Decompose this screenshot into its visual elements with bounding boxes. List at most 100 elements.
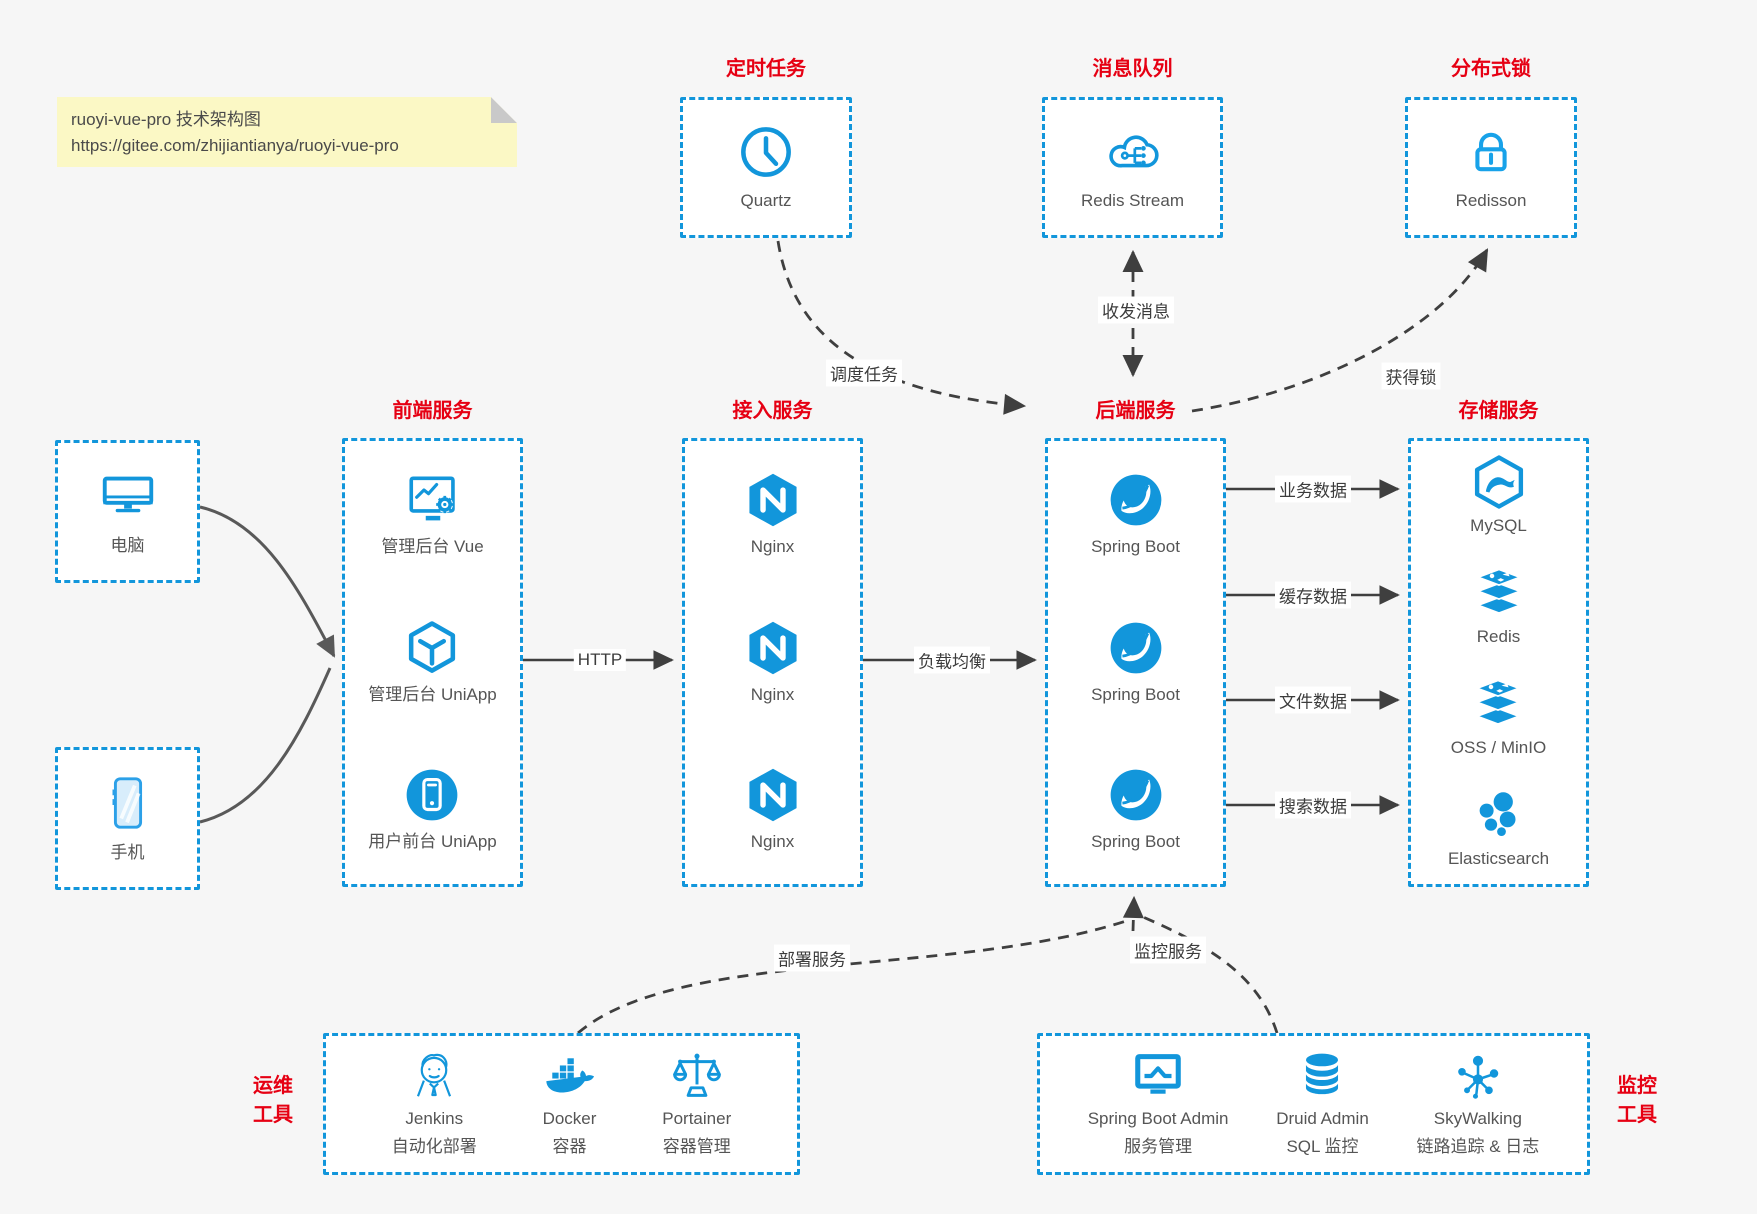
elasticsearch-icon — [1470, 787, 1526, 843]
node-sublabel-spring-boot-admin: 服务管理 — [1124, 1137, 1193, 1156]
node-elasticsearch: Elasticsearch — [1448, 787, 1549, 871]
node-label-user-uniapp: 用户前台 UniApp — [368, 832, 497, 852]
node-portainer: Portainer 容器管理 — [662, 1049, 731, 1159]
redis-stack-icon — [1471, 565, 1527, 621]
box-storage: MySQL Redis — [1408, 438, 1589, 887]
cloud-stream-icon — [1104, 123, 1162, 181]
node-springboot-1: Spring Boot — [1091, 471, 1180, 559]
edge-label-acquire-lock: 获得锁 — [1381, 362, 1441, 390]
node-label-docker: Docker — [542, 1109, 597, 1129]
node-nginx-2: Nginx — [744, 619, 802, 707]
side-title-line: 工具 — [1617, 1104, 1657, 1126]
user-app-icon — [403, 766, 461, 824]
side-title-line: 运维 — [253, 1075, 293, 1097]
box-distributed-lock: Redisson — [1405, 97, 1577, 238]
spring-icon — [1107, 619, 1165, 677]
mobile-icon — [97, 772, 159, 834]
node-label-oss-minio: OSS / MinIO — [1450, 737, 1547, 757]
node-label-springboot-1: Spring Boot — [1091, 536, 1180, 556]
column-title-backend: 后端服务 — [1095, 400, 1176, 422]
nginx-icon — [744, 766, 802, 824]
side-title-line: 监控 — [1617, 1075, 1657, 1097]
node-label-admin-uniapp: 管理后台 UniApp — [368, 684, 497, 704]
node-admin-uniapp: 管理后台 UniApp — [368, 619, 497, 707]
edge-label-load-balance: 负载均衡 — [914, 646, 990, 674]
edge-label-send-receive-message: 收发消息 — [1098, 296, 1174, 324]
spring-icon — [1107, 471, 1165, 529]
node-druid-admin: Druid Admin SQL 监控 — [1276, 1049, 1369, 1159]
oss-stack-icon — [1470, 676, 1526, 732]
desktop-icon — [97, 465, 159, 527]
node-sublabel-druid-admin: SQL 监控 — [1286, 1137, 1359, 1156]
node-nginx-3: Nginx — [744, 766, 802, 854]
node-springboot-3: Spring Boot — [1091, 766, 1180, 854]
group-title-scheduled-task: 定时任务 — [726, 58, 806, 80]
node-label-elasticsearch: Elasticsearch — [1447, 848, 1550, 868]
node-label-quartz: Quartz — [740, 190, 792, 210]
side-title-line: 工具 — [253, 1104, 293, 1126]
node-skywalking: SkyWalking 链路追踪 & 日志 — [1416, 1049, 1539, 1159]
box-monitor-tools: Spring Boot Admin 服务管理 Druid Admin SQL 监… — [1037, 1033, 1590, 1175]
node-label-nginx-1: Nginx — [750, 536, 795, 556]
node-jenkins: Jenkins 自动化部署 — [392, 1049, 477, 1159]
node-springboot-2: Spring Boot — [1091, 619, 1180, 707]
node-label-mysql: MySQL — [1470, 516, 1527, 536]
jenkins-icon — [407, 1049, 461, 1103]
node-label-redisson: Redisson — [1455, 190, 1527, 210]
node-nginx-1: Nginx — [744, 471, 802, 559]
edge-label-http: HTTP — [573, 649, 627, 671]
group-title-distributed-lock: 分布式锁 — [1451, 58, 1531, 80]
edge-desktop-to-frontend — [199, 505, 336, 658]
sticky-note: ruoyi-vue-pro 技术架构图 https://gitee.com/zh… — [57, 97, 517, 167]
node-user-uniapp: 用户前台 UniApp — [368, 766, 497, 854]
node-docker: Docker 容器 — [543, 1049, 597, 1159]
node-sublabel-portainer: 容器管理 — [662, 1137, 731, 1156]
node-label-nginx-3: Nginx — [750, 832, 795, 852]
edge-label-cache-data: 缓存数据 — [1275, 581, 1351, 609]
edge-acquire-lock — [1191, 248, 1489, 413]
edge-deploy-service — [577, 919, 1127, 1035]
box-mobile-device: 手机 — [55, 747, 200, 890]
box-ops-tools: Jenkins 自动化部署 Docker 容器 — [323, 1033, 800, 1175]
note-link: https://gitee.com/zhijiantianya/ruoyi-vu… — [71, 135, 399, 155]
box-backend: Spring Boot Spring Boot Spring Boot — [1045, 438, 1226, 887]
node-redis: Redis — [1471, 565, 1527, 649]
node-label-redis: Redis — [1476, 627, 1521, 647]
clock-icon — [737, 123, 795, 181]
uniapp-cube-icon — [403, 619, 461, 677]
admin-vue-icon — [404, 471, 462, 529]
nginx-icon — [744, 619, 802, 677]
node-label-redis-stream: Redis Stream — [1081, 190, 1184, 210]
portainer-icon — [670, 1049, 724, 1103]
node-label-spring-boot-admin: Spring Boot Admin — [1087, 1109, 1229, 1129]
node-label-springboot-2: Spring Boot — [1091, 684, 1180, 704]
edge-into-backend-arrow — [1122, 895, 1144, 932]
edge-monitor-service — [1142, 915, 1279, 1034]
node-label-desktop: 电脑 — [110, 536, 145, 556]
box-desktop-device: 电脑 — [55, 440, 200, 583]
edge-label-search-data: 搜索数据 — [1275, 791, 1351, 819]
nginx-icon — [744, 471, 802, 529]
edge-label-schedule-task: 调度任务 — [826, 359, 902, 387]
skywalking-icon — [1451, 1049, 1505, 1103]
node-spring-boot-admin: Spring Boot Admin 服务管理 — [1088, 1049, 1229, 1159]
mysql-icon — [1471, 454, 1527, 510]
group-title-message-queue: 消息队列 — [1092, 58, 1173, 80]
node-label-springboot-3: Spring Boot — [1091, 832, 1180, 852]
note-fold-corner — [491, 97, 517, 123]
docker-icon — [543, 1049, 597, 1103]
edge-mobile-to-frontend — [199, 667, 332, 824]
node-label-jenkins: Jenkins — [405, 1109, 464, 1129]
node-label-skywalking: SkyWalking — [1433, 1109, 1522, 1129]
node-sublabel-docker: 容器 — [552, 1137, 587, 1156]
node-label-mobile: 手机 — [110, 843, 145, 863]
node-mysql: MySQL — [1470, 454, 1527, 538]
druid-icon — [1295, 1049, 1349, 1103]
column-title-storage: 存储服务 — [1458, 400, 1539, 422]
sba-icon — [1131, 1049, 1185, 1103]
note-title: ruoyi-vue-pro 技术架构图 — [71, 110, 261, 129]
edge-label-file-data: 文件数据 — [1275, 686, 1351, 714]
node-sublabel-jenkins: 自动化部署 — [391, 1137, 477, 1156]
node-sublabel-skywalking: 链路追踪 & 日志 — [1416, 1137, 1540, 1156]
